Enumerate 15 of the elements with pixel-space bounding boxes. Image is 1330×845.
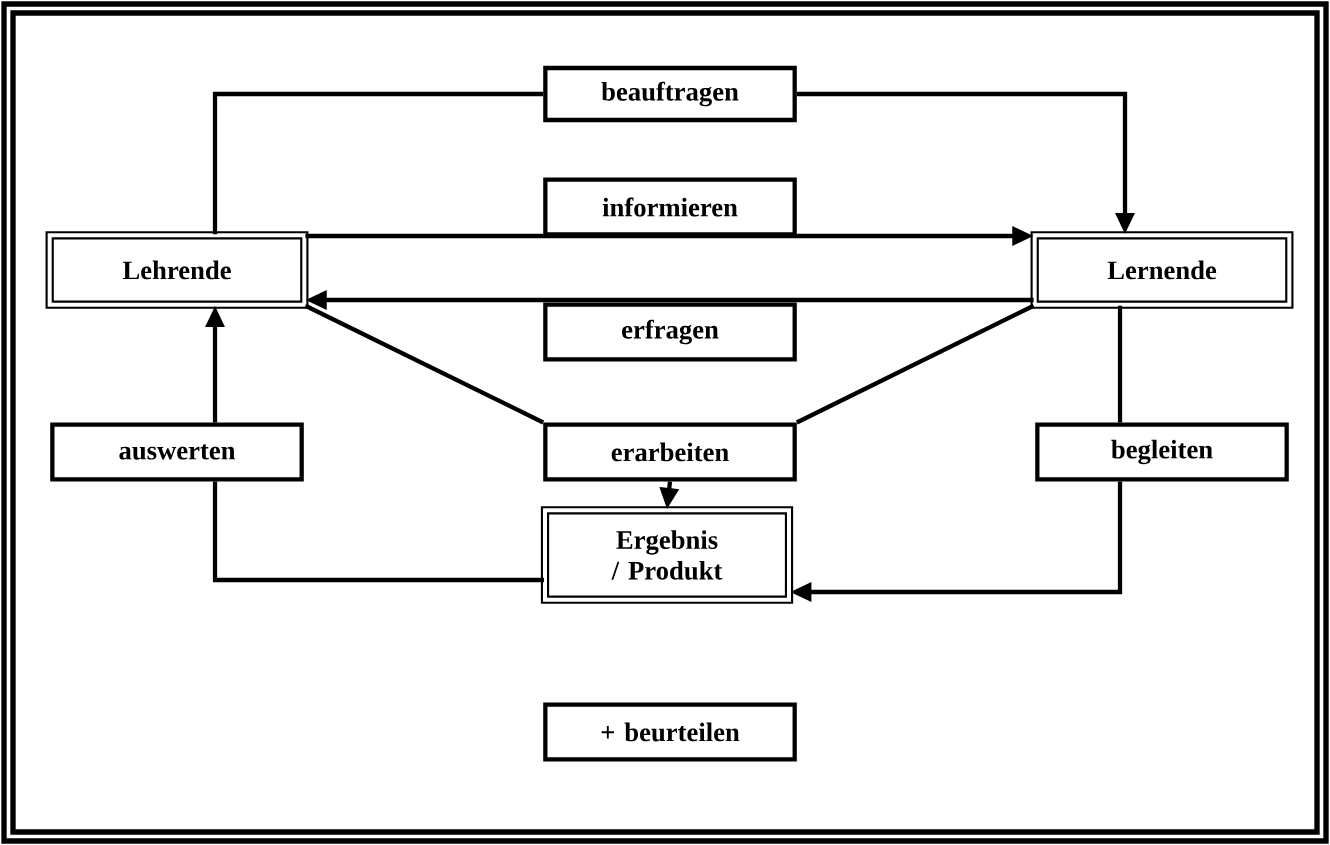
- connector: [212, 481, 544, 583]
- role-box: Lehrende: [45, 231, 309, 309]
- connector: [212, 91, 544, 235]
- activity-box: erarbeiten: [543, 422, 797, 482]
- activity-box: auswerten: [50, 422, 304, 482]
- connector: [795, 303, 1035, 425]
- activity-box: begleiten: [1035, 422, 1289, 482]
- activity-box: beauftragen: [543, 65, 797, 123]
- role-box: Ergebnis / Produkt: [540, 506, 794, 604]
- connector: [304, 303, 545, 425]
- activity-box: erfragen: [543, 302, 797, 362]
- role-box: Lernende: [1030, 231, 1294, 309]
- activity-box: informieren: [543, 177, 797, 237]
- connector: [1117, 305, 1123, 423]
- activity-box: + beurteilen: [543, 702, 797, 762]
